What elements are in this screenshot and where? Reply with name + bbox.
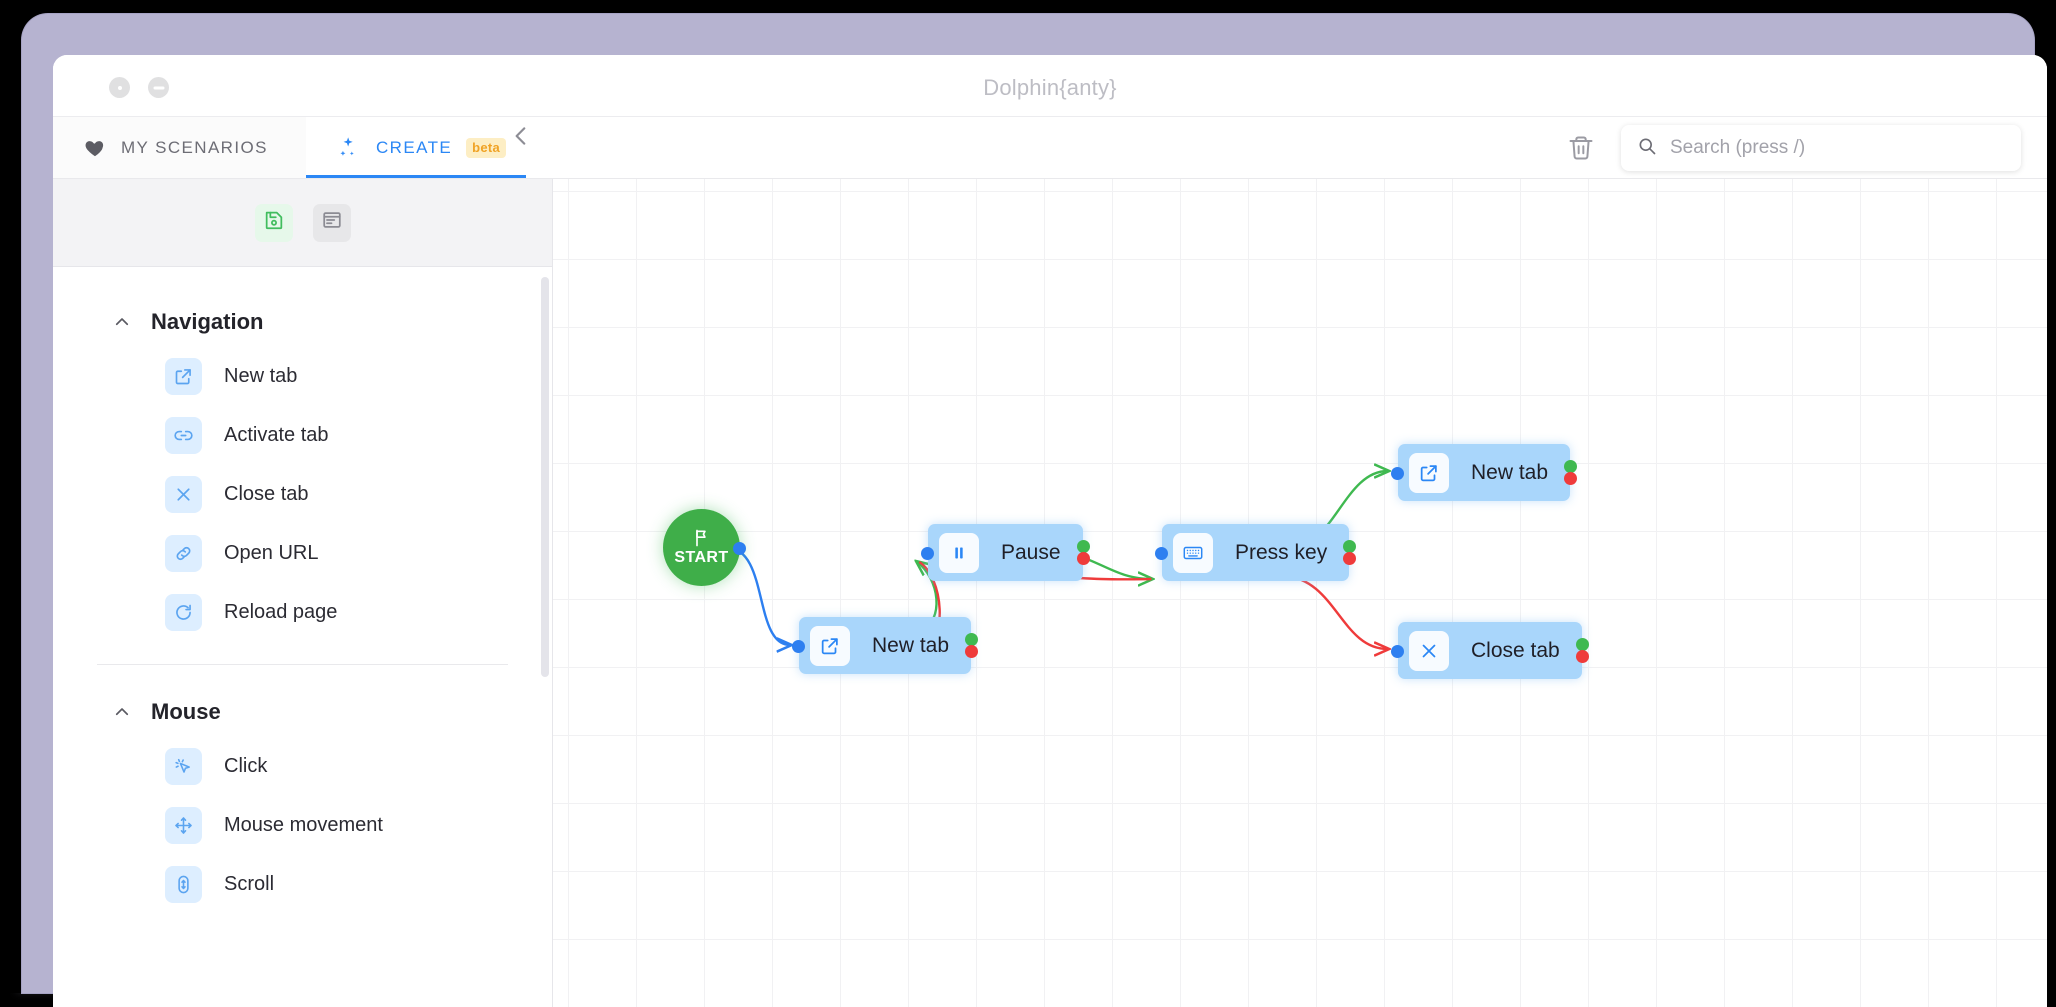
node-failure-handle[interactable] xyxy=(1077,552,1090,565)
close-x-icon xyxy=(165,476,202,513)
sidebar-item-open-url[interactable]: Open URL xyxy=(53,524,552,583)
node-input-handle[interactable] xyxy=(1155,547,1168,560)
body-area: Navigation xyxy=(53,179,2047,1007)
close-x-icon xyxy=(1409,631,1449,671)
node-failure-handle[interactable] xyxy=(1576,650,1589,663)
node-close-tab[interactable]: Close tab xyxy=(1398,622,1582,679)
section-navigation: Navigation xyxy=(53,297,552,642)
node-label: New tab xyxy=(1471,461,1548,485)
beta-badge: beta xyxy=(466,138,506,158)
save-scenario-button[interactable] xyxy=(255,204,293,242)
sidebar-item-activate-tab[interactable]: Activate tab xyxy=(53,406,552,465)
trash-icon[interactable] xyxy=(1567,134,1595,162)
sidebar-item-label: Close tab xyxy=(224,483,309,506)
sidebar-item-reload-page[interactable]: Reload page xyxy=(53,583,552,642)
pause-icon xyxy=(939,533,979,573)
move-arrows-icon xyxy=(165,807,202,844)
chevron-up-icon xyxy=(113,703,131,721)
node-input-handle[interactable] xyxy=(792,640,805,653)
notes-icon xyxy=(321,209,343,236)
chain-link-icon xyxy=(165,535,202,572)
heart-icon xyxy=(83,137,107,159)
tab-my-scenarios[interactable]: MY SCENARIOS xyxy=(53,117,306,178)
section-title-navigation: Navigation xyxy=(151,309,263,335)
node-failure-handle[interactable] xyxy=(1343,552,1356,565)
node-input-handle[interactable] xyxy=(921,547,934,560)
sidebar-toolbar xyxy=(53,179,552,267)
sidebar-collapse-button[interactable] xyxy=(508,123,534,149)
notes-button[interactable] xyxy=(313,204,351,242)
node-failure-handle[interactable] xyxy=(1564,472,1577,485)
sidebar-item-label: New tab xyxy=(224,365,297,388)
node-new-tab-2[interactable]: New tab xyxy=(1398,444,1570,501)
sidebar-item-click[interactable]: Click xyxy=(53,737,552,796)
search-box[interactable] xyxy=(1621,125,2021,171)
sidebar-action-list: Navigation xyxy=(53,267,552,914)
refresh-icon xyxy=(165,594,202,631)
sidebar-item-mouse-movement[interactable]: Mouse movement xyxy=(53,796,552,855)
flow-canvas[interactable]: START New tab xyxy=(553,179,2047,1007)
sidebar-scroll-area[interactable]: Navigation xyxy=(53,267,552,1007)
node-start-label: START xyxy=(674,549,728,567)
search-icon xyxy=(1637,136,1657,161)
search-input[interactable] xyxy=(1670,137,2005,159)
tab-label-my-scenarios: MY SCENARIOS xyxy=(121,138,268,158)
section-divider xyxy=(97,664,508,665)
node-press-key[interactable]: Press key xyxy=(1162,524,1349,581)
tab-label-create: CREATE xyxy=(376,138,452,158)
edge-layer xyxy=(553,179,2047,1007)
edge-press-key-to-close-tab-failure xyxy=(1284,576,1387,649)
magic-wand-icon xyxy=(336,135,362,161)
sidebar-scrollbar[interactable] xyxy=(541,277,549,677)
sidebar-item-label: Activate tab xyxy=(224,424,329,447)
window-title: Dolphin{anty} xyxy=(53,75,2047,101)
node-new-tab-1[interactable]: New tab xyxy=(799,617,971,674)
node-start[interactable]: START xyxy=(663,509,740,586)
section-header-mouse[interactable]: Mouse xyxy=(53,687,552,737)
sidebar-item-label: Click xyxy=(224,755,267,778)
node-input-handle[interactable] xyxy=(1391,645,1404,658)
sidebar-item-close-tab[interactable]: Close tab xyxy=(53,465,552,524)
chevron-up-icon xyxy=(113,313,131,331)
sidebar: Navigation xyxy=(53,179,553,1007)
scroll-vertical-icon xyxy=(165,866,202,903)
link-broken-icon xyxy=(165,417,202,454)
sidebar-item-label: Reload page xyxy=(224,601,337,624)
external-link-icon xyxy=(1409,453,1449,493)
sidebar-item-label: Mouse movement xyxy=(224,814,383,837)
node-input-handle[interactable] xyxy=(1391,467,1404,480)
section-title-mouse: Mouse xyxy=(151,699,221,725)
keyboard-icon xyxy=(1173,533,1213,573)
node-label: Pause xyxy=(1001,541,1061,565)
tabbar: MY SCENARIOS CREATE beta xyxy=(53,117,2047,179)
cursor-click-icon xyxy=(165,748,202,785)
header-actions xyxy=(1567,117,2021,179)
sidebar-item-label: Scroll xyxy=(224,873,274,896)
sidebar-item-new-tab[interactable]: New tab xyxy=(53,347,552,406)
flag-icon xyxy=(692,528,712,548)
save-disk-icon xyxy=(263,209,285,236)
section-header-navigation[interactable]: Navigation xyxy=(53,297,552,347)
node-pause[interactable]: Pause xyxy=(928,524,1083,581)
external-link-icon xyxy=(165,358,202,395)
node-failure-handle[interactable] xyxy=(965,645,978,658)
node-start-output-handle[interactable] xyxy=(733,542,746,555)
node-label: New tab xyxy=(872,634,949,658)
app-window: Dolphin{anty} MY SCENARIOS xyxy=(53,55,2047,1007)
sidebar-item-scroll[interactable]: Scroll xyxy=(53,855,552,914)
sidebar-item-label: Open URL xyxy=(224,542,319,565)
titlebar: Dolphin{anty} xyxy=(53,55,2047,117)
external-link-icon xyxy=(810,626,850,666)
node-label: Close tab xyxy=(1471,639,1560,663)
tab-create[interactable]: CREATE beta xyxy=(306,117,526,178)
section-mouse: Mouse Click xyxy=(53,687,552,914)
window-frame: Dolphin{anty} MY SCENARIOS xyxy=(22,14,2034,993)
node-label: Press key xyxy=(1235,541,1327,565)
